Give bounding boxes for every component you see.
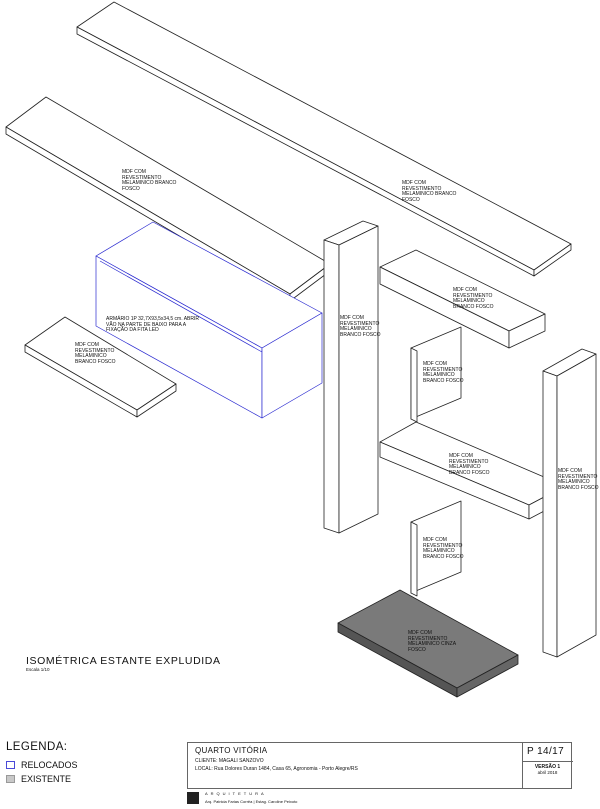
legend-item-relocated: RELOCADOS bbox=[6, 760, 78, 770]
label-small-upper-divider: MDF COM REVESTIMENTO MELAMINICO BRANCO F… bbox=[423, 361, 464, 384]
client-name: CLIENTE: MAGALI SANZOVO bbox=[195, 758, 264, 764]
label-cabinet: ARMÁRIO 1P 32,7X93,5x34,5 cm. ABRIR VÃO … bbox=[106, 316, 200, 334]
label-small-shelf: MDF COM REVESTIMENTO MELAMINICO BRANCO F… bbox=[75, 342, 116, 365]
title-block: QUARTO VITÓRIA CLIENTE: MAGALI SANZOVO L… bbox=[187, 742, 573, 789]
drawing-title: ISOMÉTRICA ESTANTE EXPLUDIDA bbox=[26, 655, 221, 667]
project-name: QUARTO VITÓRIA bbox=[195, 746, 268, 755]
legend-title: LEGENDA: bbox=[6, 741, 68, 753]
label-right-upper-shelf: MDF COM REVESTIMENTO MELAMINICO BRANCO F… bbox=[453, 287, 494, 310]
legend-swatch-relocated bbox=[6, 761, 15, 769]
office-authors: Arq. Patricia Farias Corrêa | Estag. Car… bbox=[205, 799, 298, 804]
legend-item-existing: EXISTENTE bbox=[6, 774, 71, 784]
label-small-lower-divider: MDF COM REVESTIMENTO MELAMINICO BRANCO F… bbox=[423, 537, 464, 560]
right-upper-shelf bbox=[379, 249, 546, 349]
small-lower-divider bbox=[410, 500, 462, 597]
small-upper-divider bbox=[410, 326, 462, 423]
legend-label-existing: EXISTENTE bbox=[21, 774, 72, 784]
label-base-panel: MDF COM REVESTIMENTO MELAMINICO CINZA FO… bbox=[408, 630, 457, 653]
version-label: VERSÃO 1 bbox=[534, 764, 561, 770]
title-block-rule bbox=[522, 761, 573, 762]
office-credit: ARQUITETURA Arq. Patricia Farias Corrêa … bbox=[187, 791, 572, 805]
tall-right-panel bbox=[542, 348, 597, 658]
office-brand: ARQUITETURA bbox=[205, 791, 267, 796]
label-tall-left-panel: MDF COM REVESTIMENTO MELAMINICO BRANCO F… bbox=[340, 315, 381, 338]
label-long-top-board: MDF COM REVESTIMENTO MELAMINICO BRANCO F… bbox=[402, 180, 457, 203]
tall-left-panel bbox=[323, 220, 379, 534]
title-block-divider bbox=[522, 743, 523, 788]
version-date: abril 2018 bbox=[537, 770, 558, 775]
legend-label-relocated: RELOCADOS bbox=[21, 760, 78, 770]
label-upper-shelf: MDF COM REVESTIMENTO MELAMINICO BRANCO F… bbox=[122, 169, 177, 192]
project-location: LOCAL: Rua Dolores Duran 1484, Casa 65, … bbox=[195, 766, 358, 772]
small-left-shelf bbox=[24, 316, 177, 418]
drawing-scale: Escala 1/10 bbox=[26, 667, 50, 672]
base-panel bbox=[337, 589, 519, 698]
label-tall-right-panel: MDF COM REVESTIMENTO MELAMINICO BRANCO F… bbox=[558, 468, 599, 491]
office-logo bbox=[187, 792, 199, 804]
long-top-board bbox=[76, 1, 572, 277]
legend-swatch-existing bbox=[6, 775, 15, 783]
cabinet bbox=[95, 221, 323, 419]
page-number: P 14/17 bbox=[527, 746, 565, 757]
label-right-lower-shelf: MDF COM REVESTIMENTO MELAMINICO BRANCO F… bbox=[449, 453, 490, 476]
